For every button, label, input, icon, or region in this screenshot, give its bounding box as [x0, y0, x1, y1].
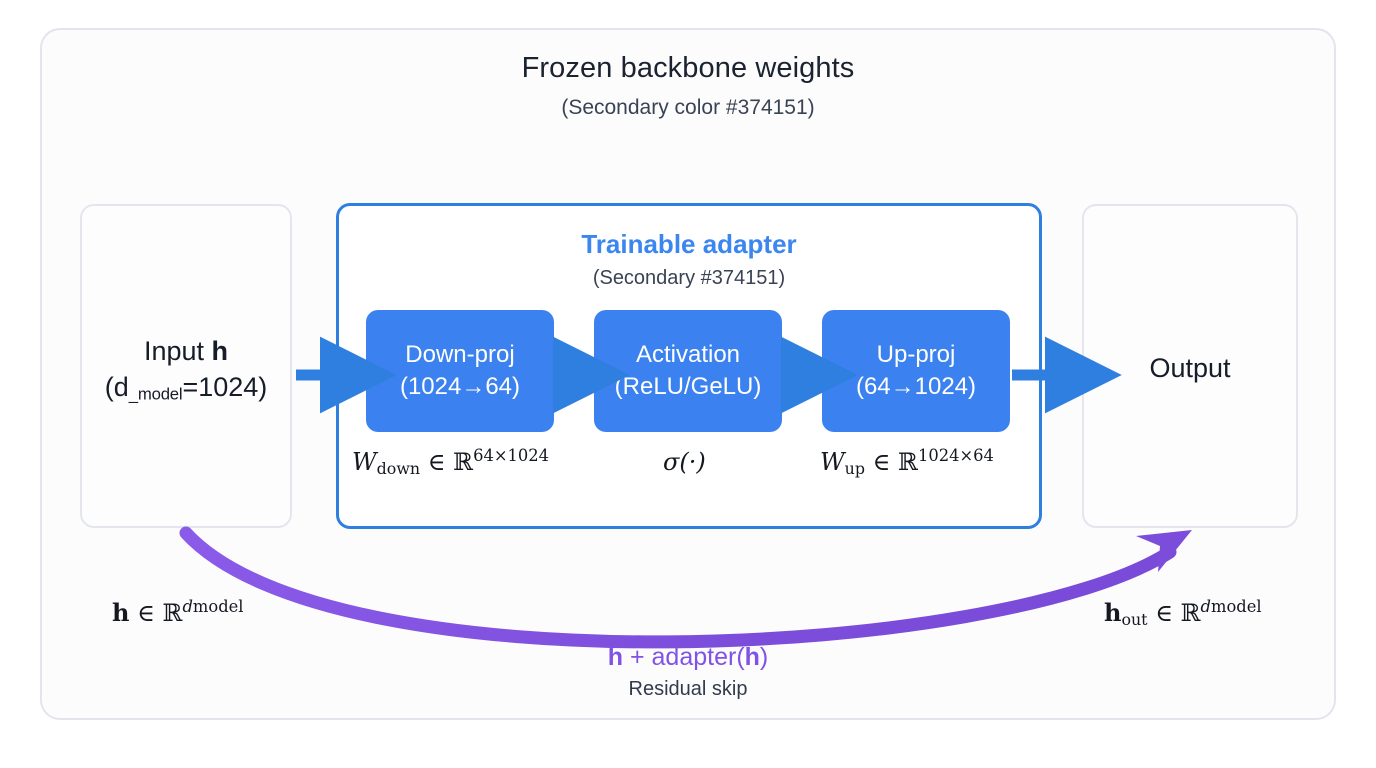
input-box-label: Input h (d_model=1024) — [82, 334, 290, 406]
stage-box-down-proj: Down-proj(1024→64) — [366, 310, 554, 432]
stage-box-down-proj-text: Down-proj(1024→64) — [399, 341, 521, 400]
math-label-h-out: hout ∈ ℝdmodel — [1104, 597, 1262, 629]
math-label-w-down: Wdown ∈ ℝ64×1024 — [352, 446, 550, 478]
stage-box-activation-text: Activation(ReLU/GeLU) — [614, 341, 762, 400]
input-line2: (d_model=1024) — [104, 371, 268, 404]
input-box: Input h (d_model=1024) — [80, 204, 292, 528]
adapter-subtitle: (Secondary #374151) — [592, 267, 786, 289]
math-label-activation: σ(·) — [663, 448, 706, 476]
math-label-w-up: Wup ∈ ℝ1024×64 — [820, 446, 994, 478]
stage-box-activation: Activation(ReLU/GeLU) — [594, 310, 782, 432]
residual-caption: Residual skip — [628, 678, 748, 700]
page-title: Frozen backbone weights — [521, 52, 855, 84]
output-box-label: Output — [1149, 353, 1231, 383]
stage-box-up-proj: Up-proj(64→1024) — [822, 310, 1010, 432]
stage-box-up-proj-text: Up-proj(64→1024) — [855, 341, 977, 400]
adapter-title: Trainable adapter — [581, 229, 797, 259]
output-box: Output — [1082, 204, 1298, 528]
residual-equation-label: h + adapter(h) — [607, 643, 769, 671]
input-line1: Input h — [143, 336, 229, 366]
page-subtitle: (Secondary color #374151) — [561, 96, 815, 119]
math-label-h-in: h ∈ ℝdmodel — [112, 597, 244, 627]
